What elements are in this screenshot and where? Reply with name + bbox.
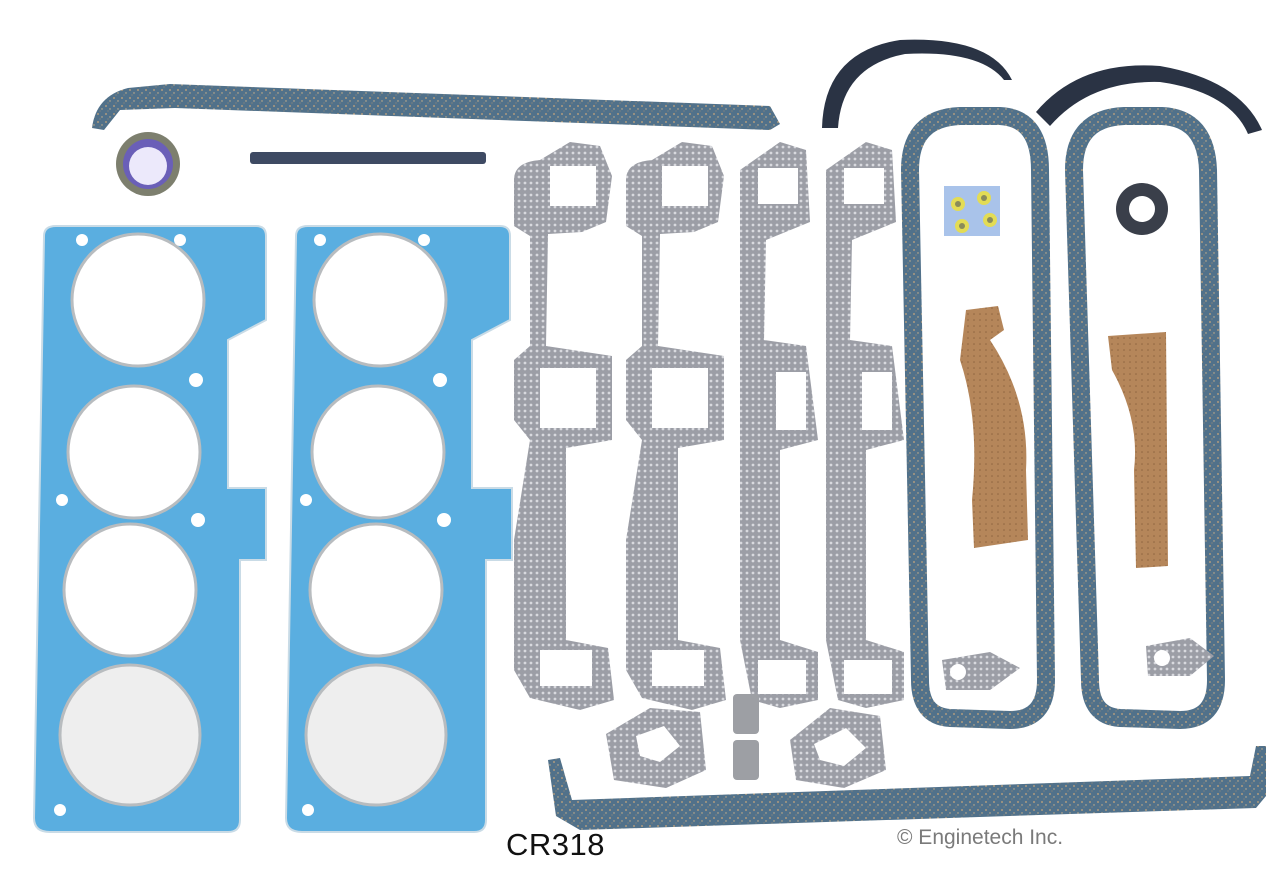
head-gasket-left xyxy=(32,225,267,833)
exhaust-manifold-gasket-1 xyxy=(514,142,614,710)
cork-end-seal-left xyxy=(960,306,1028,548)
part-number-label: CR318 xyxy=(506,827,605,862)
o-ring-washer xyxy=(1116,183,1168,235)
oil-pan-gasket-top xyxy=(92,84,780,130)
small-gasket-right xyxy=(1146,638,1214,676)
rear-main-seal-1 xyxy=(822,39,1012,128)
small-gasket-left xyxy=(942,652,1020,690)
oil-pan-gasket-bottom xyxy=(548,746,1266,830)
timing-cover-seal xyxy=(116,132,180,196)
grommet-card xyxy=(944,186,1000,236)
exhaust-manifold-gasket-4 xyxy=(826,142,904,708)
valve-cover-gasket-right xyxy=(1064,107,1226,730)
copyright-label: © Enginetech Inc. xyxy=(897,826,1064,849)
exhaust-manifold-gasket-2 xyxy=(626,142,726,710)
fuel-pump-gasket-left xyxy=(606,708,706,788)
valve-cover-gasket-left xyxy=(900,107,1056,730)
head-gasket-right xyxy=(284,225,513,833)
fuel-pump-gasket-right xyxy=(790,708,886,788)
exhaust-manifold-gasket-3 xyxy=(740,142,818,708)
rubber-strip xyxy=(250,152,486,164)
cork-end-seal-right xyxy=(1108,332,1168,568)
rear-main-seal-2 xyxy=(1036,65,1262,134)
shim-plates xyxy=(733,694,759,780)
